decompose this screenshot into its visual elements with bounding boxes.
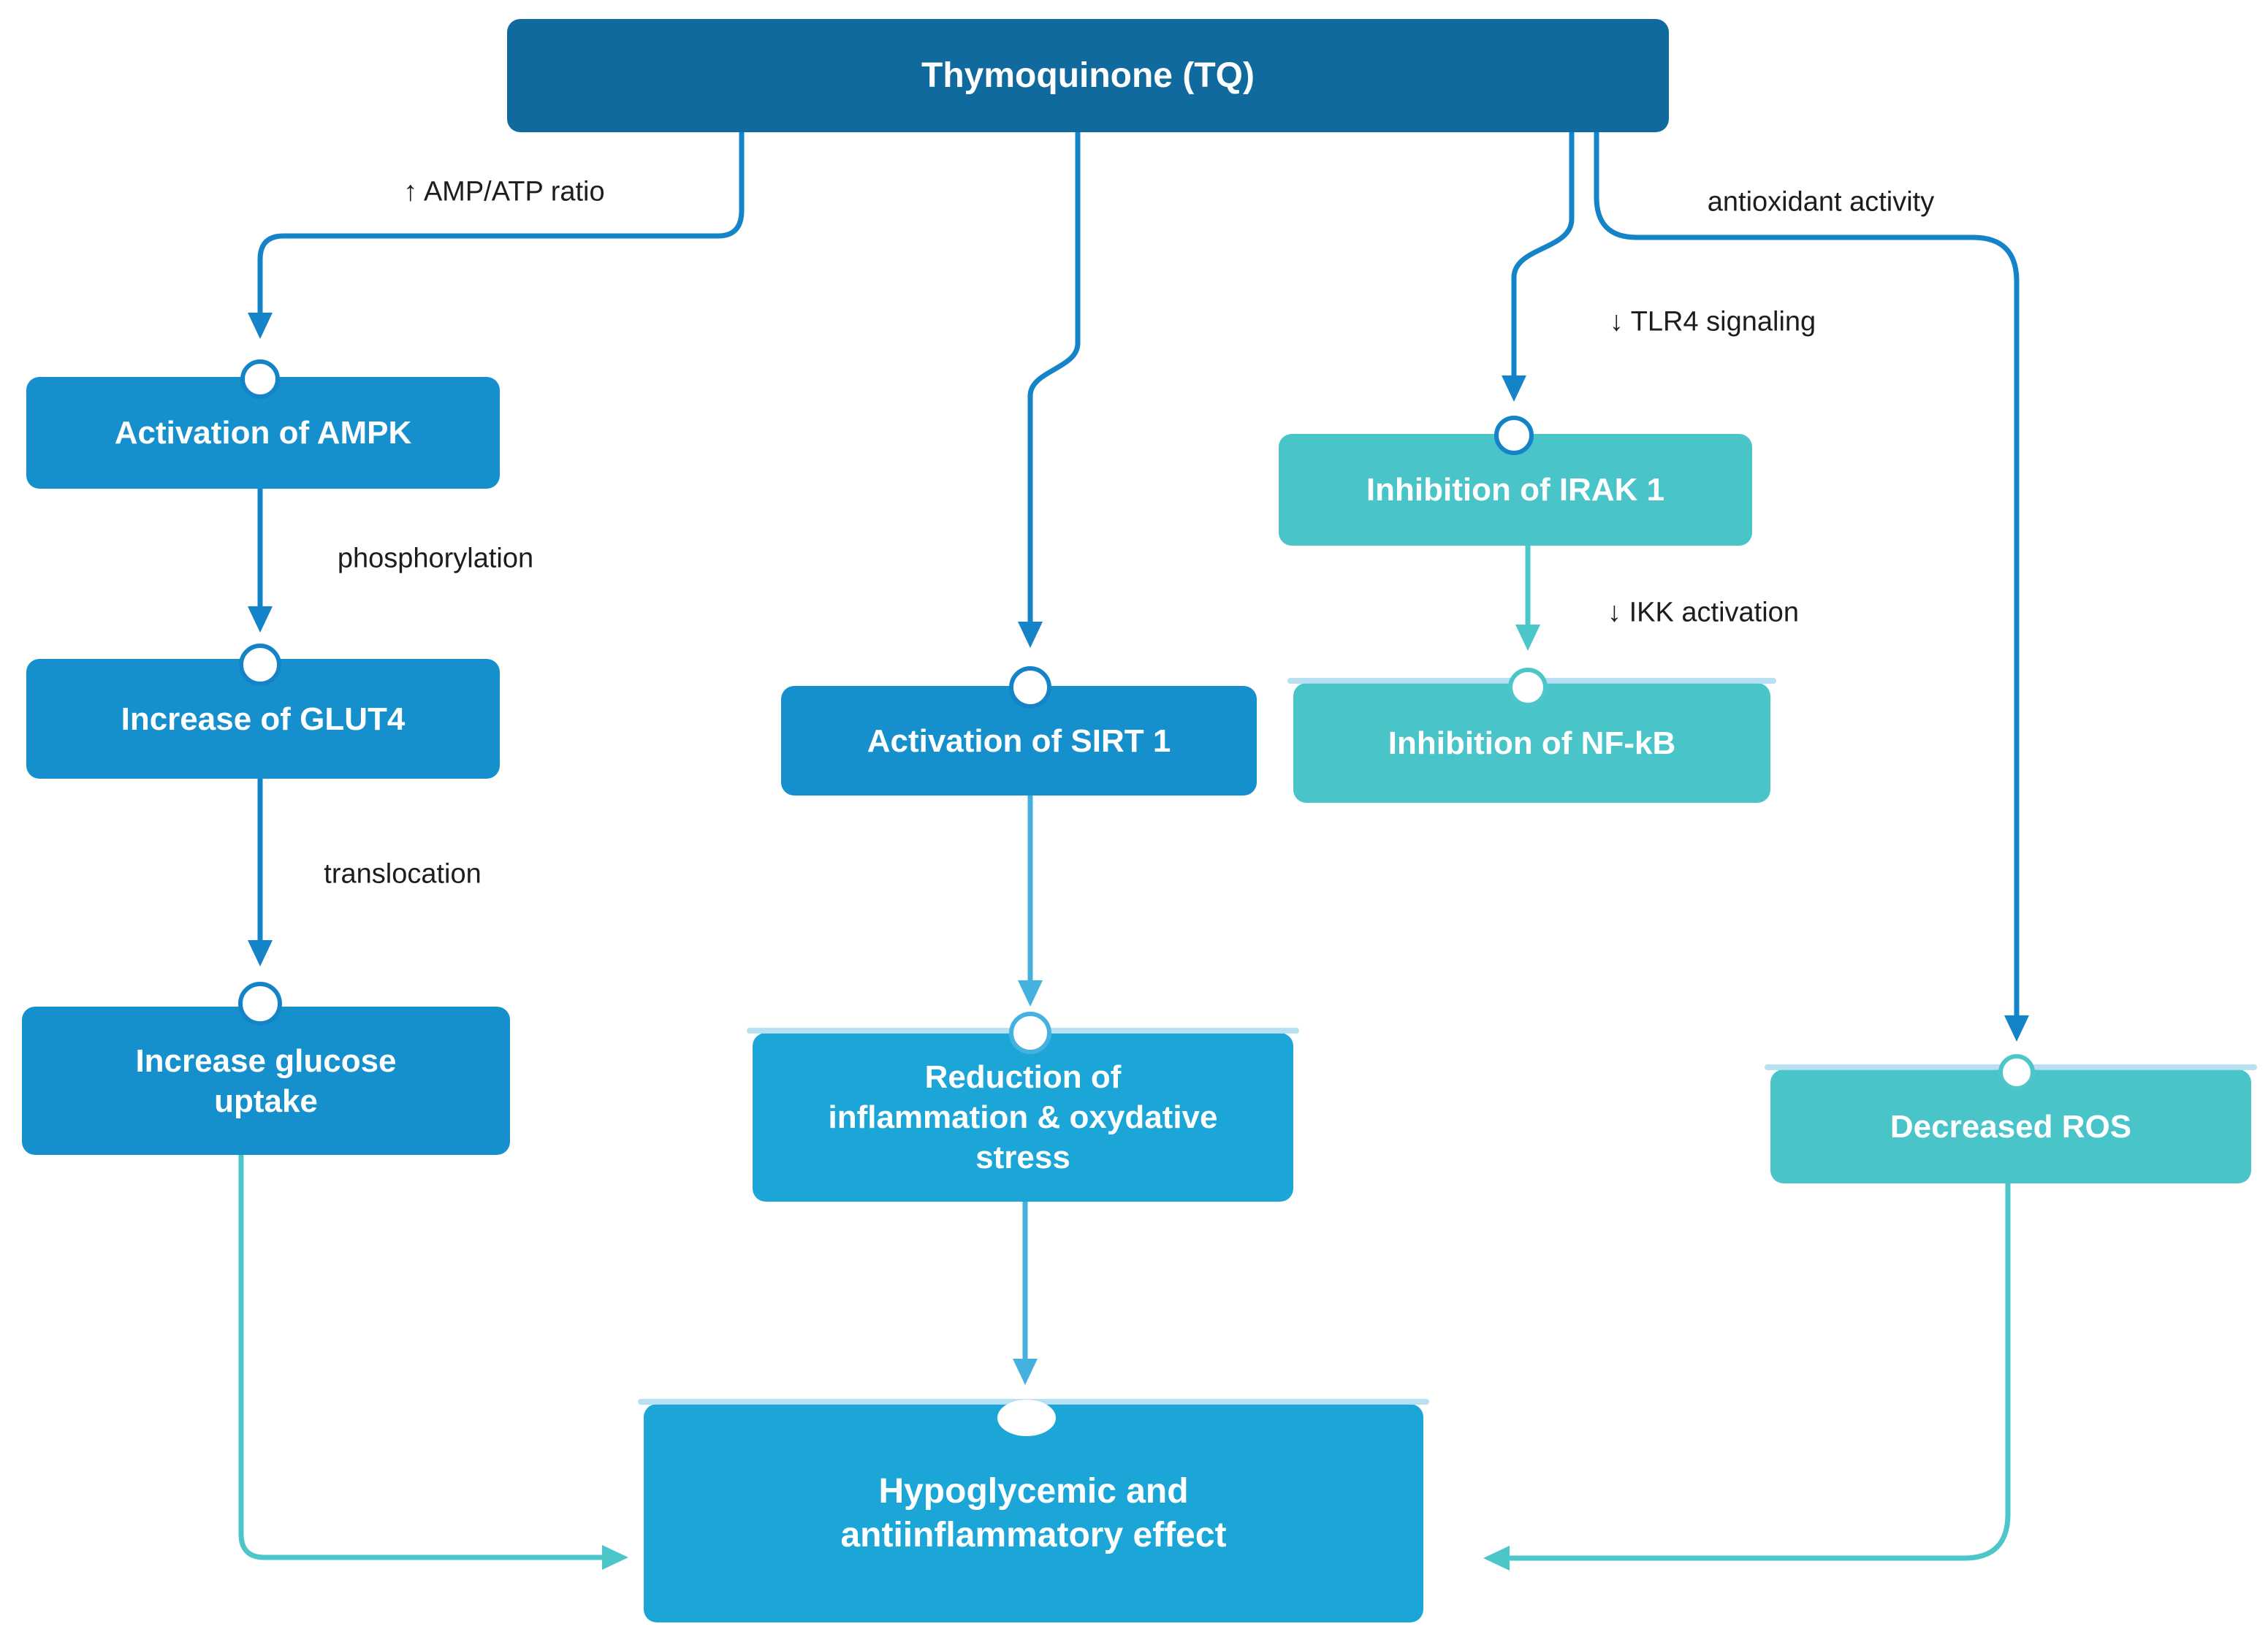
node-ampk-label: Activation of AMPK xyxy=(114,415,412,451)
edge-label-translocation: translocation xyxy=(324,858,482,890)
node-irak1: Inhibition of IRAK 1 xyxy=(1279,434,1752,546)
arrowhead-ampk-glut4 xyxy=(248,606,273,633)
node-ros: Decreased ROS xyxy=(1765,1064,2257,1183)
node-effect: Hypoglycemic and antiinflammatory effect xyxy=(638,1399,1429,1622)
arrowhead-tq-irak1 xyxy=(1502,375,1526,402)
node-reduction-label: Reduction of inflammation & oxydative st… xyxy=(828,1059,1218,1175)
node-ampk: Activation of AMPK xyxy=(26,377,500,489)
node-sirt1: Activation of SIRT 1 xyxy=(781,686,1257,796)
node-glut4-label: Increase of GLUT4 xyxy=(121,701,406,737)
node-sirt1-label: Activation of SIRT 1 xyxy=(867,722,1171,759)
edge-label-ikk: ↓ IKK activation xyxy=(1607,597,1799,628)
edge-tq-sirt1 xyxy=(1027,132,1081,622)
node-reduction: Reduction of inflammation & oxydative st… xyxy=(747,1028,1299,1202)
edge-tq-ros xyxy=(1594,132,2020,1015)
node-glucose: Increase glucose uptake xyxy=(22,1007,510,1155)
arrowhead-tq-ampk xyxy=(248,313,273,339)
node-thymoquinone-label: Thymoquinone (TQ) xyxy=(921,56,1255,95)
arrowhead-tq-sirt1 xyxy=(1018,622,1043,648)
node-thymoquinone: Thymoquinone (TQ) xyxy=(507,19,1669,132)
arrowhead-glut4-glucose xyxy=(248,940,273,966)
edge-tq-irak1 xyxy=(1511,132,1575,375)
arrowhead-ros-effect xyxy=(1483,1546,1510,1571)
node-glucose-label: Increase glucose uptake xyxy=(135,1042,397,1119)
edge-tq-ampk xyxy=(257,132,745,313)
arrowhead-glucose-effect xyxy=(602,1545,628,1570)
node-effect-label: Hypoglycemic and antiinflammatory effect xyxy=(840,1471,1227,1554)
node-nfkb: Inhibition of NF-kB xyxy=(1287,678,1776,803)
edge-label-phosphorylation: phosphorylation xyxy=(337,543,534,574)
arrowhead-irak1-nfkb xyxy=(1515,625,1540,651)
edge-label-antioxidant: antioxidant activity xyxy=(1707,186,1935,218)
node-irak1-label: Inhibition of IRAK 1 xyxy=(1366,472,1665,508)
arrowhead-reduction-effect xyxy=(1013,1359,1038,1385)
edge-ros-effect xyxy=(1510,1183,2011,1561)
arrowhead-tq-ros xyxy=(2004,1015,2029,1042)
edge-label-amp-ratio: ↑ AMP/ATP ratio xyxy=(403,176,605,207)
edge-glucose-effect xyxy=(238,1155,602,1560)
node-nfkb-label: Inhibition of NF-kB xyxy=(1388,725,1676,761)
edge-label-tlr4: ↓ TLR4 signaling xyxy=(1609,306,1816,337)
node-ros-label: Decreased ROS xyxy=(1890,1108,2132,1145)
node-glut4: Increase of GLUT4 xyxy=(26,659,500,779)
arrowhead-sirt1-reduction xyxy=(1018,980,1043,1007)
